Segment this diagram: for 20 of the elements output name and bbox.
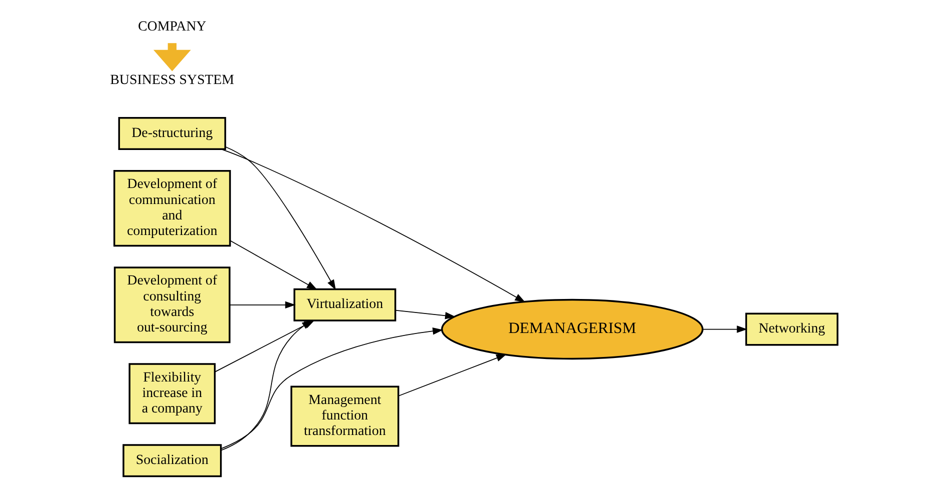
arrow bbox=[153, 43, 191, 72]
node-box: Development of communication and computerization bbox=[113, 170, 231, 247]
arrow bbox=[220, 148, 526, 302]
arrow bbox=[395, 310, 456, 320]
node-text: COMPANY bbox=[138, 20, 206, 35]
arrow bbox=[230, 240, 318, 290]
node-box: Socialization bbox=[122, 444, 222, 478]
node-box: De-structuring bbox=[118, 116, 226, 150]
node-box: Development of consulting towards out-sourcing bbox=[114, 266, 230, 344]
node-box: Networking bbox=[745, 312, 838, 346]
node-box: Flexibility increase in a company bbox=[128, 363, 216, 424]
arrow bbox=[398, 354, 507, 396]
node-ellipse: DEMANAGERISM bbox=[441, 298, 704, 360]
arrow bbox=[702, 326, 748, 333]
arrow bbox=[229, 301, 296, 309]
node-text: BUSINESS SYSTEM bbox=[110, 72, 234, 88]
node-box: Virtualization bbox=[294, 288, 396, 322]
arrow bbox=[225, 146, 336, 290]
arrow bbox=[220, 327, 444, 450]
node-box: Management function transformation bbox=[290, 386, 400, 447]
